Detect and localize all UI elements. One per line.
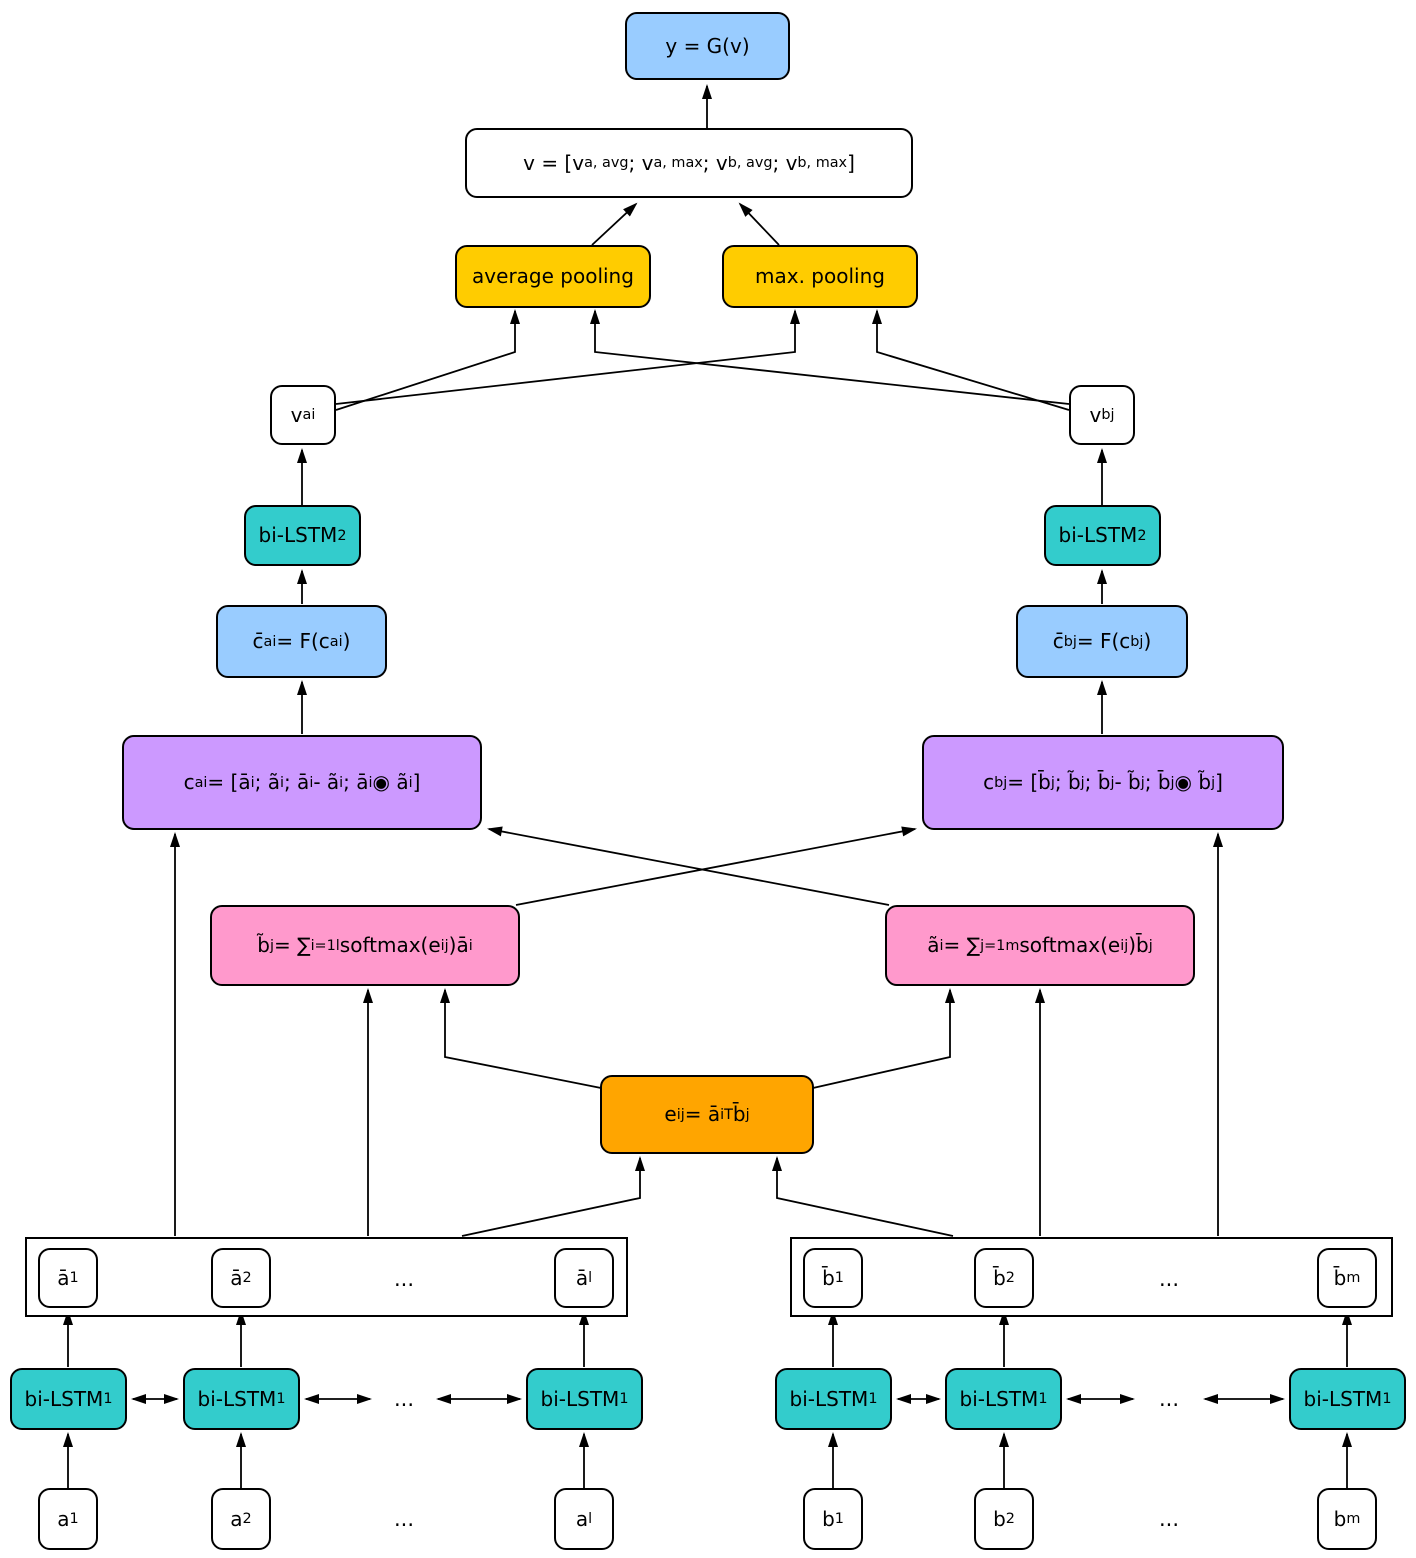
node-bbar-m: b̄m (1317, 1248, 1377, 1308)
node-max-pooling: max. pooling (722, 245, 918, 308)
ellipsis-bilstm1-b: ... (1158, 1387, 1180, 1411)
ellipsis-a-inputs: ... (393, 1507, 415, 1531)
node-bbar-1: b̄1 (803, 1248, 863, 1308)
container-bbar-sequence (790, 1237, 1393, 1317)
node-y-output: y = G(v) (625, 12, 790, 80)
ellipsis-b-inputs: ... (1158, 1507, 1180, 1531)
node-average-pooling: average pooling (455, 245, 651, 308)
ellipsis-bbar: ... (1158, 1267, 1180, 1291)
node-bbar-2: b̄2 (974, 1248, 1034, 1308)
container-abar-sequence (25, 1237, 628, 1317)
ellipsis-bilstm1-a: ... (393, 1387, 415, 1411)
ellipsis-abar: ... (393, 1267, 415, 1291)
